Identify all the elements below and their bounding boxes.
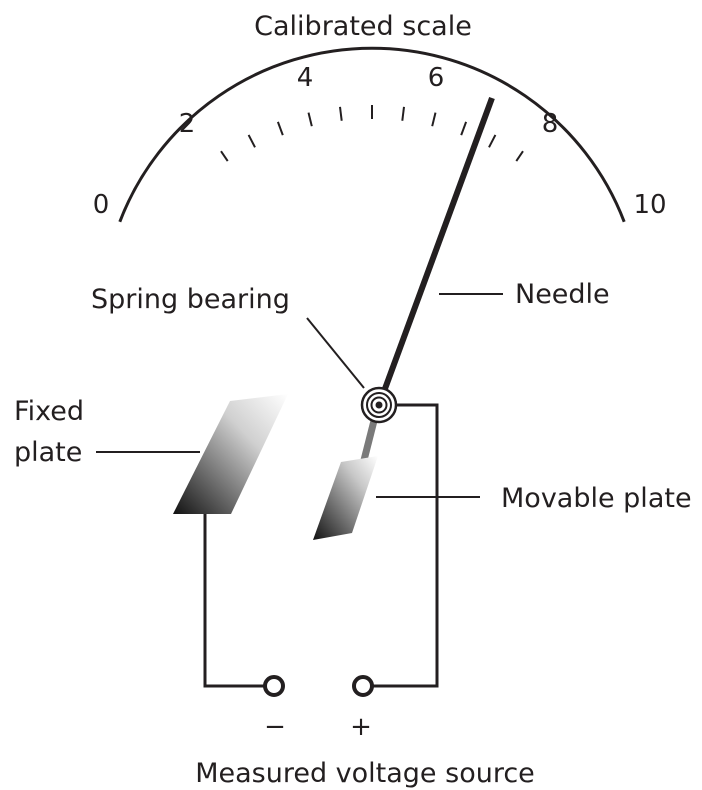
tick-label-2: 2 (179, 109, 196, 139)
scale-ticks (220, 105, 524, 162)
tick-label-4: 4 (297, 63, 314, 93)
minus-sign: − (264, 712, 286, 742)
fixed-plate-label-line1: Fixed (14, 396, 84, 427)
needle (376, 96, 495, 407)
scale-tick-8 (460, 121, 468, 136)
scale-tick-2 (276, 121, 284, 136)
scale-tick-4 (339, 106, 343, 121)
scale-tick-6 (401, 106, 405, 121)
voltage-source-label: Measured voltage source (195, 758, 535, 789)
scale-arc (118, 46, 626, 223)
scale-tick-1 (247, 134, 256, 148)
scale-tick-9 (488, 134, 497, 148)
movable-plate-label: Movable plate (501, 483, 692, 514)
scale-tick-10 (515, 150, 524, 162)
calibrated-scale-title: Calibrated scale (254, 11, 472, 42)
right-wire (372, 403, 439, 688)
movable-plate (313, 456, 378, 540)
tick-label-10: 10 (633, 190, 666, 220)
needle-label: Needle (515, 279, 610, 310)
tick-label-6: 6 (428, 63, 445, 93)
tick-label-0: 0 (93, 190, 110, 220)
left-wire (203, 510, 264, 688)
fixed-plate-label-line2: plate (14, 437, 82, 468)
fixed-plate (173, 394, 288, 514)
scale-tick-7 (431, 112, 437, 127)
spring-bearing-callout-line (306, 317, 365, 389)
negative-terminal (263, 675, 285, 697)
spring-bearing (360, 386, 398, 424)
positive-terminal (352, 675, 374, 697)
scale-tick-3 (307, 112, 313, 127)
plus-sign: + (350, 712, 372, 742)
tick-label-8: 8 (542, 109, 559, 139)
spring-bearing-label: Spring bearing (91, 284, 290, 315)
scale-tick-0 (220, 150, 229, 162)
